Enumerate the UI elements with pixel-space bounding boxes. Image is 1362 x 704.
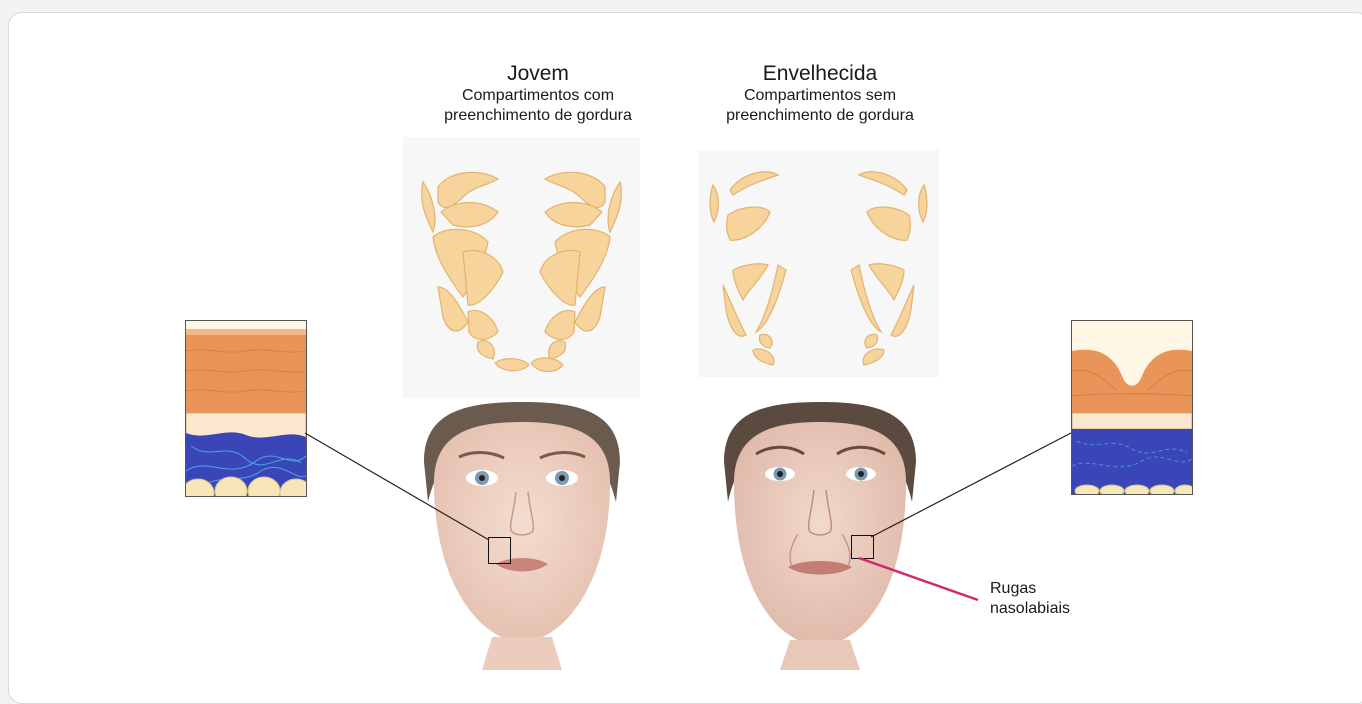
nasolabial-annotation: Rugas nasolabiais: [990, 579, 1070, 619]
annotation-line2: nasolabiais: [990, 599, 1070, 619]
aged-connector-line: [871, 433, 1071, 537]
annotation-pointer-line: [859, 558, 978, 600]
annotation-line1: Rugas: [990, 579, 1070, 599]
young-connector-line: [305, 433, 489, 540]
